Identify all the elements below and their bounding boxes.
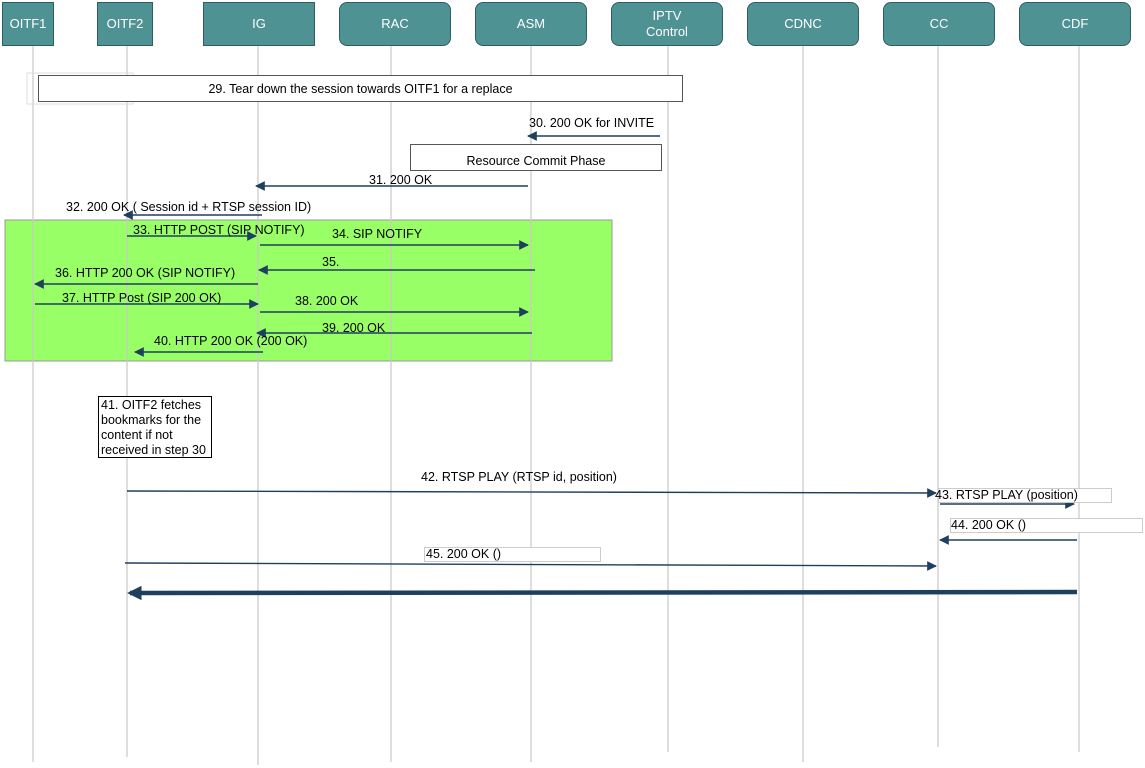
lifelines bbox=[32, 46, 1080, 765]
notify-highlight-region bbox=[4, 219, 613, 362]
actor-cdf: CDF bbox=[1019, 2, 1131, 46]
label-45-box bbox=[424, 547, 601, 562]
label-31: 31. 200 OK bbox=[369, 173, 433, 187]
label-30: 30. 200 OK for INVITE bbox=[529, 116, 655, 130]
note-41: 41. OITF2 fetches bookmarks for the cont… bbox=[98, 396, 212, 458]
label-37: 37. HTTP Post (SIP 200 OK) bbox=[62, 291, 222, 305]
label-36: 36. HTTP 200 OK (SIP NOTIFY) bbox=[55, 266, 236, 280]
note-41-line4: received in step 30 bbox=[101, 443, 206, 457]
actor-iptv-line1: IPTV bbox=[652, 8, 682, 23]
arrow-45 bbox=[124, 561, 937, 571]
label-35: 35. bbox=[322, 255, 340, 269]
arrow-42 bbox=[126, 488, 937, 498]
actor-cdnc: CDNC bbox=[747, 2, 859, 46]
actor-rac: RAC bbox=[339, 2, 451, 46]
label-39: 39. 200 OK bbox=[322, 321, 386, 335]
label-42: 42. RTSP PLAY (RTSP id, position) bbox=[421, 470, 617, 484]
label-43-box bbox=[938, 488, 1112, 503]
actor-ig: IG bbox=[203, 2, 315, 46]
actor-cc: CC bbox=[883, 2, 995, 46]
label-40: 40. HTTP 200 OK (200 OK) bbox=[154, 334, 308, 348]
label-38: 38. 200 OK bbox=[295, 294, 359, 308]
teardown-box: 29. Tear down the session towards OITF1 … bbox=[38, 75, 683, 102]
actor-oitf1: OITF1 bbox=[2, 2, 54, 46]
actor-oitf2: OITF2 bbox=[97, 2, 153, 46]
label-33: 33. HTTP POST (SIP NOTIFY) bbox=[133, 223, 305, 237]
note-41-line2: bookmarks for the bbox=[101, 413, 202, 427]
label-43: 43. RTSP PLAY (position) bbox=[935, 488, 1078, 502]
actor-iptv-control: IPTV Control bbox=[611, 2, 723, 46]
note-41-line1: 41. OITF2 fetches bbox=[101, 398, 202, 412]
label-45: 45. 200 OK () bbox=[426, 547, 502, 561]
label-32: 32. 200 OK ( Session id + RTSP session I… bbox=[66, 200, 312, 214]
resource-commit-box: Resource Commit Phase bbox=[410, 144, 662, 171]
label-44: 44. 200 OK () bbox=[951, 518, 1027, 532]
label-34: 34. SIP NOTIFY bbox=[332, 227, 423, 241]
note-41-line3: content if not bbox=[101, 428, 173, 442]
label-44-box bbox=[950, 518, 1143, 533]
arrow-46-thick bbox=[127, 585, 1078, 601]
actor-asm: ASM bbox=[475, 2, 587, 46]
actor-iptv-line2: Control bbox=[646, 24, 688, 39]
